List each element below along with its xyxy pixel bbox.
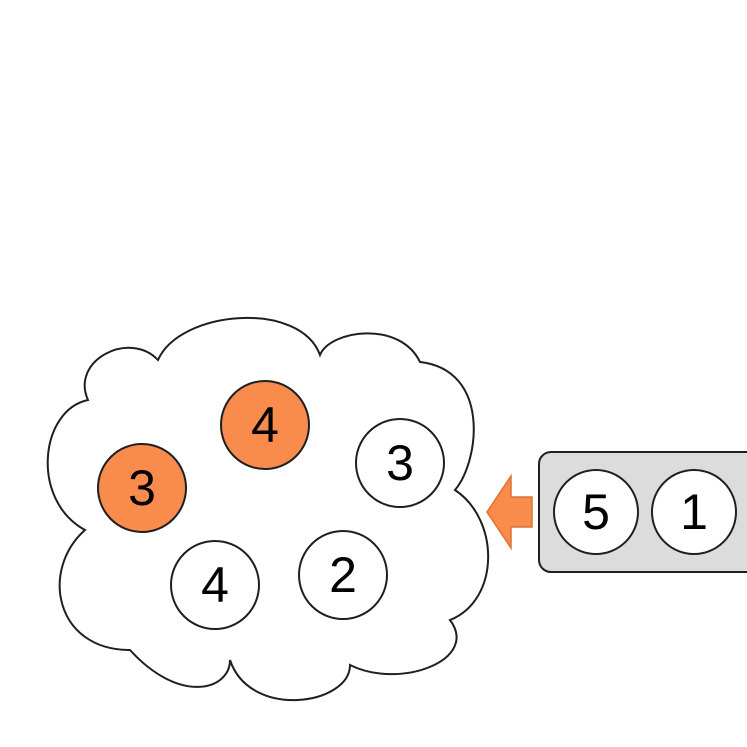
queue-node-label: 1 xyxy=(680,484,708,540)
cloud-node: 2 xyxy=(298,530,388,620)
arrow-left-icon xyxy=(486,473,533,551)
cloud-node: 3 xyxy=(355,418,445,508)
cloud-shape xyxy=(46,317,490,702)
cloud-node-label: 3 xyxy=(386,435,414,491)
queue-node-label: 5 xyxy=(582,484,610,540)
queue-node: 5 xyxy=(553,469,639,555)
cloud-node-label: 3 xyxy=(128,460,156,516)
queue-node: 1 xyxy=(651,469,737,555)
cloud-node-label: 4 xyxy=(251,397,279,453)
cloud-node-highlighted: 3 xyxy=(97,443,187,533)
cloud-node-label: 2 xyxy=(329,547,357,603)
cloud-node-label: 4 xyxy=(201,557,229,613)
cloud-node-highlighted: 4 xyxy=(220,380,310,470)
cloud-node: 4 xyxy=(170,540,260,630)
